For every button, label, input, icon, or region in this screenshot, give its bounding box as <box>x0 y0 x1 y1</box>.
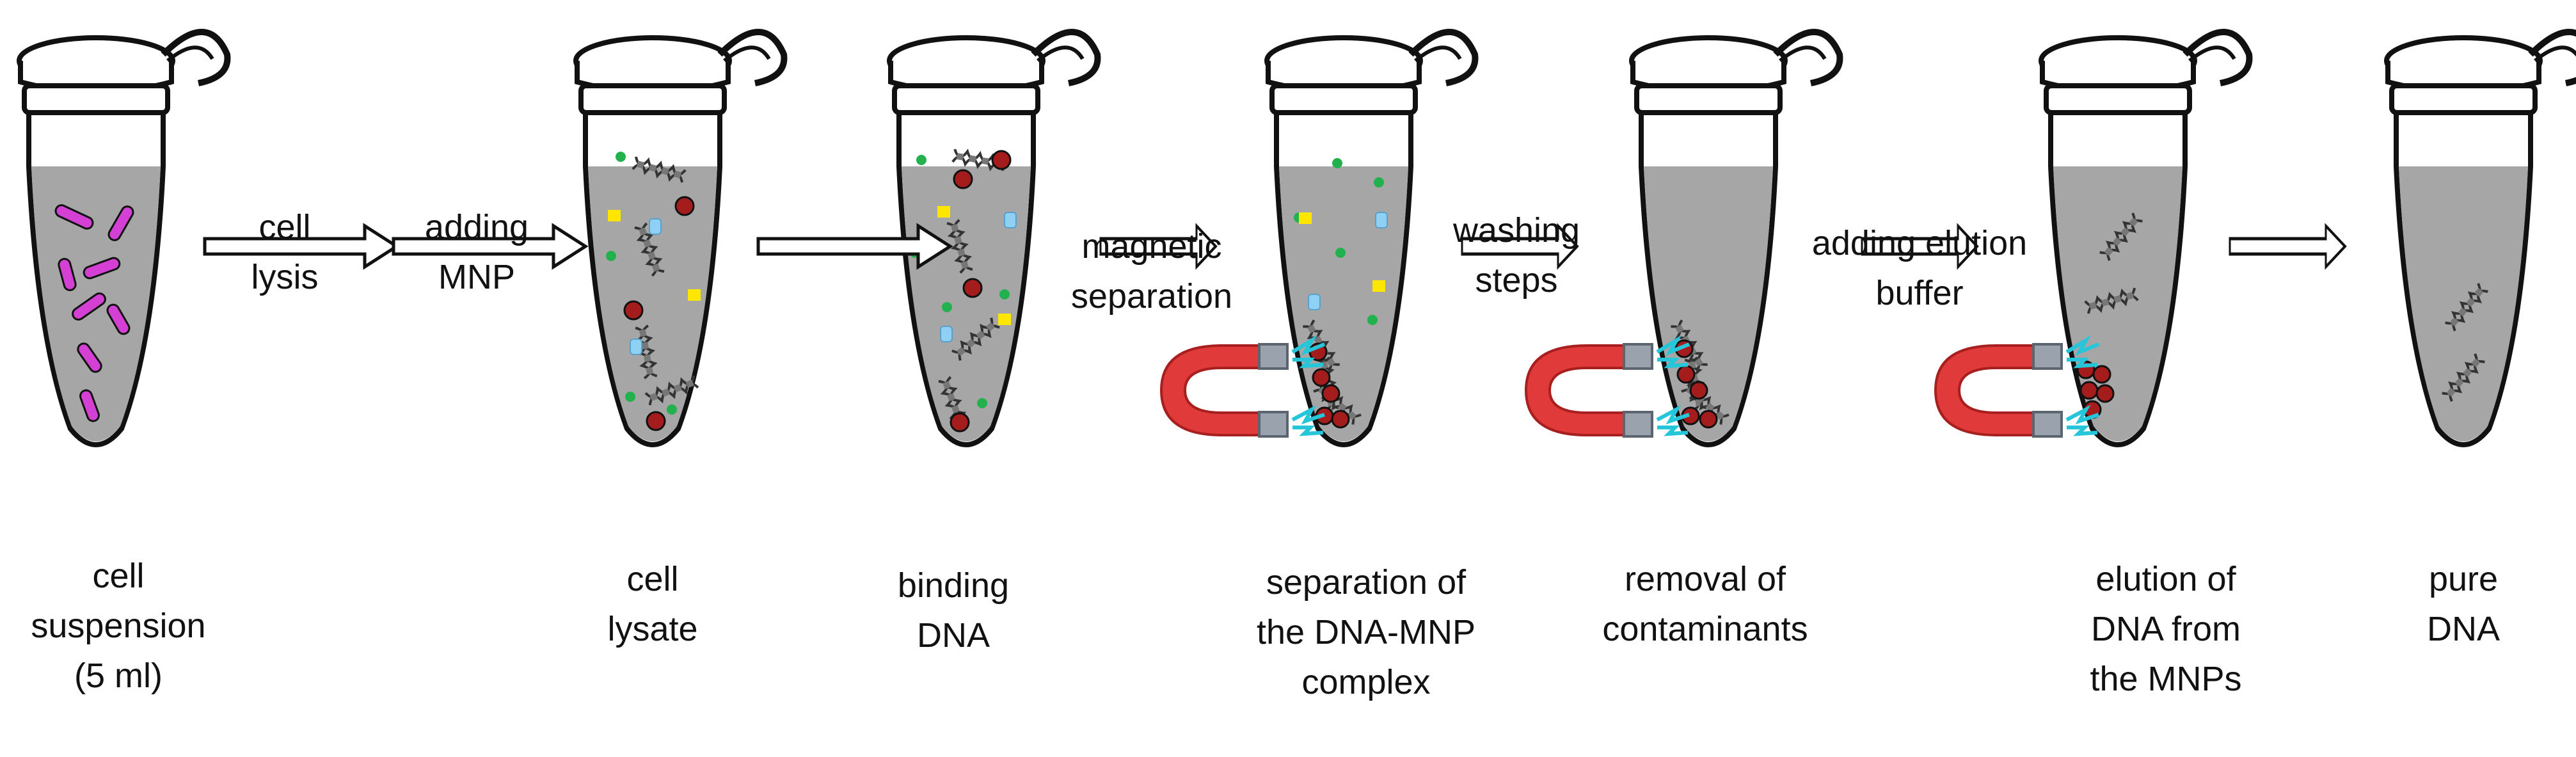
arrow-icon-final <box>2230 226 2345 267</box>
nanoparticle-icon <box>950 150 1012 433</box>
tube-icon-removal <box>1632 32 1840 445</box>
arrow-icon-binding <box>758 226 950 267</box>
nanoparticle-icon <box>1308 342 1350 429</box>
tube-icon-cell-lysate <box>576 32 784 445</box>
nanoparticle-icon <box>1674 339 1718 429</box>
tube-icon-elution <box>2041 32 2249 445</box>
tube-icon-cell-suspension <box>19 32 227 445</box>
tube-icon-pure-dna <box>2387 32 2576 445</box>
nanoparticle-icon <box>623 196 695 431</box>
bacteria-icon <box>54 204 134 422</box>
dna-extraction-diagram <box>0 0 2576 625</box>
tube-icon-separation <box>1267 32 1475 445</box>
